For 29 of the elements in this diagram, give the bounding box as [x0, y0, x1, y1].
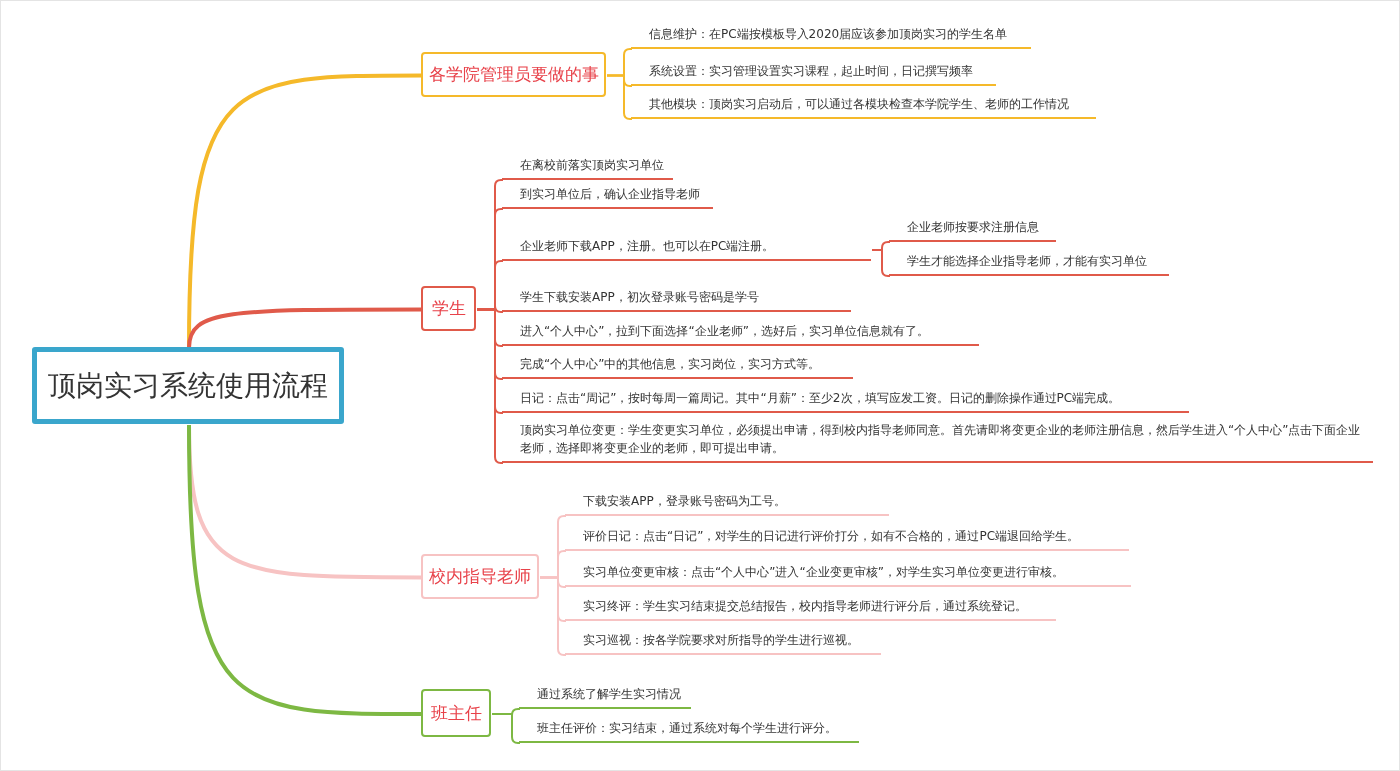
subtopic-text: 学生才能选择企业指导老师，才能有实习单位 [889, 252, 1169, 276]
subtopic-text: 顶岗实习单位变更：学生变更实习单位，必须提出申请，得到校内指导老师同意。首先请即将变更企业的老师注册信息，然后学生进入“个人中心”点击下面企业老师，选择即将变更企业的老师，即可提出申请。 [502, 421, 1373, 463]
topic-box: 校内指导老师 [421, 554, 539, 599]
subtopic-text: 实习单位变更审核：点击“个人中心”进入“企业变更审核”，对学生实习单位变更进行审核。 [565, 563, 1131, 587]
subtopic-text: 信息维护：在PC端按模板导入2020届应该参加顶岗实习的学生名单 [631, 25, 1031, 49]
subtopic-text: 实习巡视：按各学院要求对所指导的学生进行巡视。 [565, 631, 881, 655]
subtopic-text: 下载安装APP，登录账号密码为工号。 [565, 492, 889, 516]
subtopic-text: 其他模块：顶岗实习启动后，可以通过各模块检查本学院学生、老师的工作情况 [631, 95, 1096, 119]
subtopic-text: 通过系统了解学生实习情况 [519, 685, 691, 709]
central-topic-box: 顶岗实习系统使用流程 [32, 347, 344, 424]
connector-line [187, 424, 422, 716]
subtopic-text: 系统设置：实习管理设置实习课程，起止时间，日记撰写频率 [631, 62, 996, 86]
topic-box: 学生 [421, 286, 476, 331]
subtopic-text: 企业老师按要求注册信息 [889, 218, 1056, 242]
subtopic-text: 到实习单位后，确认企业指导老师 [502, 185, 713, 209]
subtopic-text: 在离校前落实顶岗实习单位 [502, 156, 673, 180]
subtopic-text: 企业老师下载APP，注册。也可以在PC端注册。 [502, 237, 871, 261]
subtopic-text: 实习终评：学生实习结束提交总结报告，校内指导老师进行评分后，通过系统登记。 [565, 597, 1056, 621]
subtopic-text: 评价日记：点击“日记”，对学生的日记进行评价打分，如有不合格的，通过PC端退回给学生。 [565, 527, 1129, 551]
subtopic-text: 进入“个人中心”，拉到下面选择“企业老师”，选好后，实习单位信息就有了。 [502, 322, 979, 346]
topic-box: 各学院管理员要做的事 [421, 52, 606, 97]
subtopic-text: 学生下载安装APP，初次登录账号密码是学号 [502, 288, 851, 312]
connector-line [871, 249, 891, 277]
subtopic-text: 日记：点击“周记”，按时每周一篇周记。其中“月薪”：至少2次，填写应发工资。日记的删除操作通过PC端完成。 [502, 389, 1189, 413]
connector-line [491, 713, 521, 744]
topic-box: 班主任 [421, 689, 491, 737]
connector-line [187, 307, 422, 349]
subtopic-text: 班主任评价：实习结束，通过系统对每个学生进行评分。 [519, 719, 859, 743]
subtopic-text: 完成“个人中心”中的其他信息，实习岗位，实习方式等。 [502, 355, 853, 379]
